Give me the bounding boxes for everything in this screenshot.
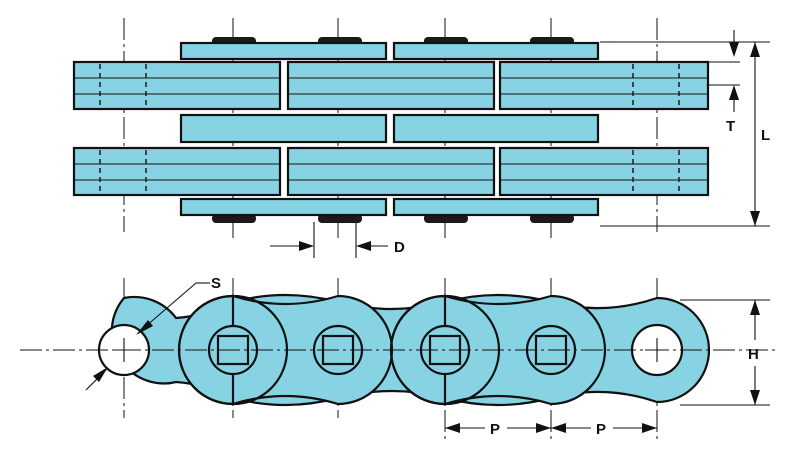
dimension-L: L [600, 42, 770, 227]
label-S: S [211, 275, 221, 292]
pin-plates [179, 41, 600, 217]
pin-plate [179, 197, 388, 217]
pin-plate [392, 197, 600, 217]
dimension-P: P P [445, 421, 657, 438]
label-L: L [761, 127, 770, 144]
chain-side-view: S H P P [20, 275, 775, 440]
roller-plates-row-2 [72, 146, 710, 197]
dimension-S: S [85, 275, 221, 391]
label-P-1: P [490, 421, 500, 438]
chain-top-view: T L D [72, 18, 770, 258]
pin-plate [392, 113, 600, 144]
label-T: T [726, 118, 735, 135]
dimension-D: D [270, 222, 405, 258]
label-D: D [394, 239, 405, 256]
dimension-T: T [600, 30, 770, 135]
roller-plates-row-1 [72, 60, 710, 111]
label-P-2: P [596, 421, 606, 438]
pin-plate [179, 113, 388, 144]
pin-plate [179, 41, 388, 61]
hidden-pin-lines [99, 64, 680, 194]
label-H: H [748, 346, 759, 363]
pin-plate [392, 41, 600, 61]
dimension-H: H [680, 299, 770, 406]
